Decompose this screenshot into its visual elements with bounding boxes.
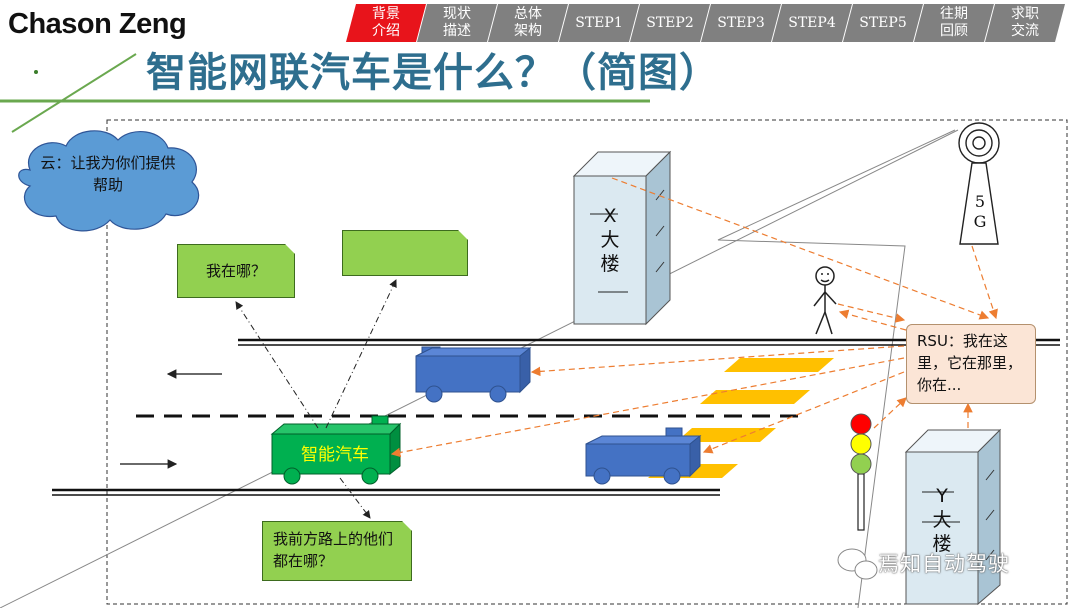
traffic-light xyxy=(850,413,872,531)
page-title: 智能网联汽车是什么？（简图） xyxy=(146,50,720,96)
tab-step5[interactable]: STEP5 xyxy=(843,4,923,42)
cloud-shape xyxy=(18,130,200,232)
car-query-arrows xyxy=(235,279,397,519)
pedestrian xyxy=(813,266,837,335)
note-blank xyxy=(342,230,468,276)
tab-step3[interactable]: STEP3 xyxy=(701,4,781,42)
note-where-am-i: 我在哪？ xyxy=(177,244,295,298)
brand-logo: Chason Zeng xyxy=(8,8,187,40)
building-x-label: X 大 楼 xyxy=(600,205,620,275)
rsu-box: RSU：我在这里，它在那里，你在... xyxy=(906,324,1036,404)
building-y xyxy=(904,428,1002,606)
tab-step1[interactable]: STEP1 xyxy=(559,4,639,42)
watermark: 焉知自动驾驶 xyxy=(878,552,1010,576)
cloud-label: 云：让我为你们提供帮助 xyxy=(40,154,176,194)
tab-jobs[interactable]: 求职 交流 xyxy=(985,4,1065,42)
tab-architecture[interactable]: 总体 架构 xyxy=(488,4,568,42)
car-bottom-lane xyxy=(585,427,702,485)
tab-history[interactable]: 往期 回顾 xyxy=(914,4,994,42)
note-others-where: 我前方路上的他们都在哪？ xyxy=(262,521,412,581)
tab-step4[interactable]: STEP4 xyxy=(772,4,852,42)
wechat-icon xyxy=(837,548,878,580)
tab-background[interactable]: 背景 介绍 xyxy=(346,4,426,42)
beam-lightning xyxy=(717,129,956,608)
tab-step2[interactable]: STEP2 xyxy=(630,4,710,42)
header-accent-line xyxy=(11,53,137,133)
car-top-lane xyxy=(415,346,532,403)
building-y-label: Y 大 楼 xyxy=(932,485,952,555)
header-dot xyxy=(34,70,38,74)
5g-tower xyxy=(958,122,1000,245)
v2x-arrows xyxy=(390,177,998,458)
building-x xyxy=(572,150,672,326)
smart-car-label: 智能汽车 xyxy=(301,445,369,465)
smart-car xyxy=(270,415,402,485)
5g-label: 5 G xyxy=(973,192,987,231)
tab-status[interactable]: 现状 描述 xyxy=(417,4,497,42)
diagram-frame xyxy=(106,119,1068,605)
